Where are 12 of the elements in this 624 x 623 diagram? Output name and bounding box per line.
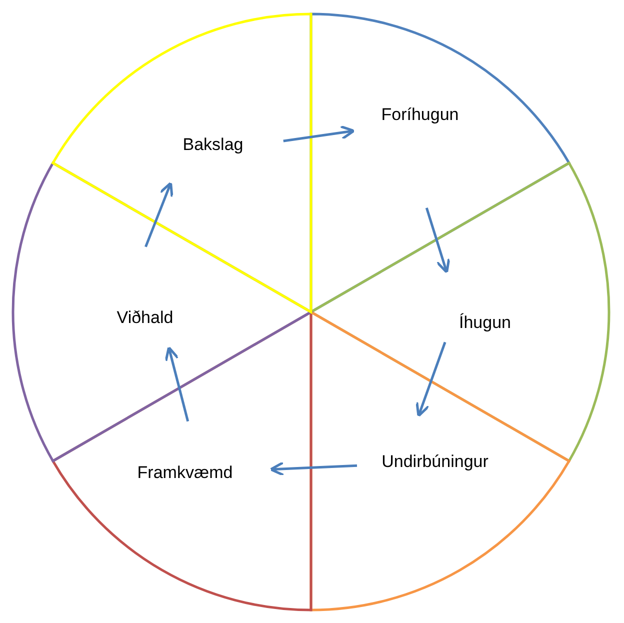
stage-label: Foríhugun (381, 105, 459, 125)
arrow (425, 208, 450, 274)
stage-label: Framkvæmd (137, 463, 233, 483)
stage-label: Viðhald (116, 308, 174, 328)
stage-label: Íhugun (459, 313, 511, 333)
arrow (144, 182, 174, 248)
arrow (416, 342, 446, 418)
arrow (164, 346, 190, 422)
stage-label: Undirbúningur (382, 452, 488, 472)
arrow (270, 461, 358, 476)
arrow (283, 125, 356, 142)
stage-label: Bakslag (182, 135, 244, 155)
